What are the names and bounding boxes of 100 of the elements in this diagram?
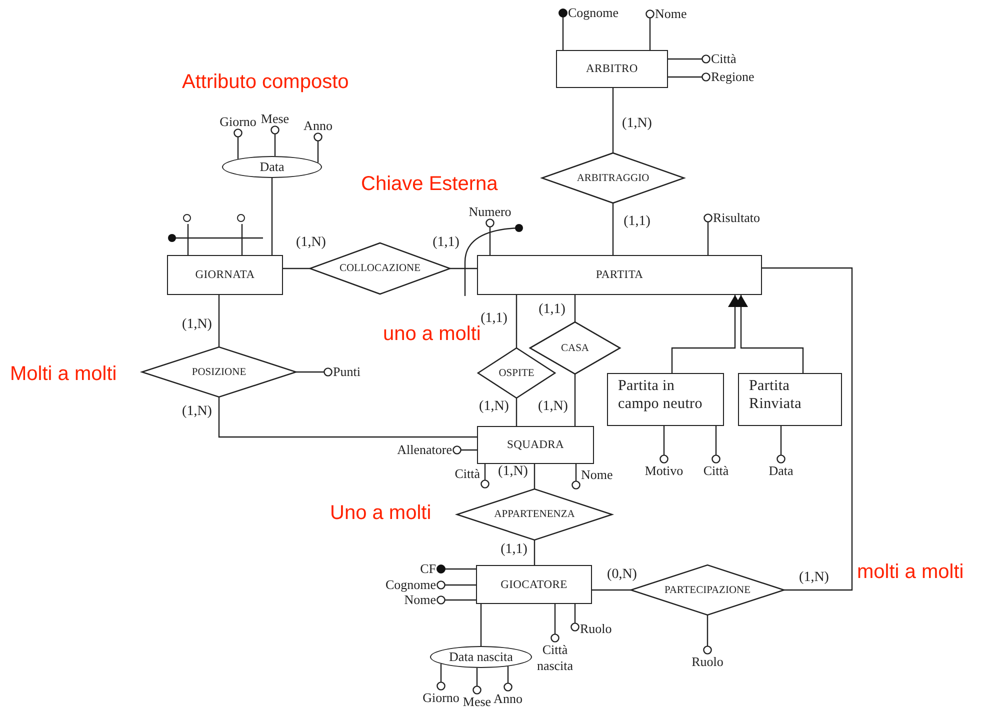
cardinality-label: (1,N) [537, 399, 569, 415]
relationship-line [516, 295, 518, 348]
entity-box: GIORNATA [167, 255, 283, 295]
entity-box: Partita Rinviata [738, 373, 842, 426]
attribute-label: Città [703, 455, 729, 479]
attribute-label: Città nascita [529, 634, 581, 674]
attribute-line [558, 8, 568, 50]
relationship-line [187, 224, 189, 255]
relationship-diamond: ARBITRAGGIO [542, 153, 684, 203]
entity-box: ARBITRO [556, 50, 668, 88]
cardinality-label: (1,1) [538, 302, 566, 318]
cardinality-label: (1,N) [295, 235, 327, 251]
relationship-diamond: OSPITE [478, 348, 555, 398]
attribute-label: Cognome [559, 5, 619, 21]
attribute-line [712, 426, 720, 464]
annotation-label: molti a molti [857, 561, 964, 584]
attribute-line [314, 132, 322, 163]
attribute-label: Anno [494, 683, 522, 707]
relationship-line [283, 268, 310, 270]
relationship-line [271, 178, 273, 255]
relationship-line [218, 397, 477, 438]
cardinality-label: (1,N) [497, 464, 529, 480]
cardinality-label: (1,N) [621, 116, 653, 132]
entity-box: Partita in campo neutro [607, 373, 724, 426]
relationship-diamond: APPARTENENZA [457, 489, 612, 540]
relationship-line [574, 374, 576, 426]
attribute-line [668, 54, 710, 64]
relationship-diamond: POSIZIONE [142, 347, 296, 397]
relationship-line [480, 604, 482, 646]
attribute-label: Giorno [422, 682, 460, 706]
relationship-line [762, 267, 853, 591]
attribute-label: Allenatore [397, 442, 461, 458]
relationship-line [218, 295, 220, 347]
attribute-label: Città [454, 466, 489, 492]
attribute-circle [237, 214, 245, 222]
attribute-circle [183, 214, 191, 222]
attribute-line [452, 446, 477, 454]
attribute-label: CF [420, 561, 445, 577]
annotation-label: Uno a molti [330, 502, 432, 525]
entity-box: GIOCATORE [476, 565, 592, 604]
relationship-line [534, 540, 536, 565]
cardinality-label: (1,N) [181, 317, 213, 333]
attribute-line [504, 666, 512, 692]
attribute-label: Città [702, 51, 736, 67]
attribute-label: Regione [702, 69, 754, 85]
composite-attribute-ellipse: Data nascita [430, 646, 532, 668]
relationship-line [612, 203, 614, 255]
attribute-label: Nome [404, 592, 445, 608]
attribute-line [270, 126, 280, 156]
composite-attribute-ellipse: Data [222, 156, 322, 178]
annotation-label: Molti a molti [10, 363, 117, 386]
attribute-label: Motivo [644, 455, 684, 479]
attribute-label: Numero [468, 204, 512, 227]
attribute-label: Mese [260, 111, 290, 134]
cardinality-label: (1,1) [500, 542, 528, 558]
relationship-line [574, 295, 576, 322]
relationship-line [612, 88, 614, 153]
annotation-label: uno a molti [383, 323, 481, 346]
attribute-line [436, 580, 476, 590]
cardinality-label: (1,N) [478, 399, 510, 415]
attribute-line [436, 596, 476, 604]
attribute-label: Ruolo [692, 646, 724, 670]
attribute-line [472, 668, 482, 694]
entity-box: PARTITA [477, 255, 762, 295]
relationship-line [450, 268, 477, 270]
attribute-line [572, 464, 580, 490]
attribute-line [296, 368, 332, 376]
attribute-line [550, 604, 560, 642]
relationship-line [516, 398, 518, 426]
attribute-line [660, 426, 668, 464]
attribute-label: Ruolo [571, 619, 612, 637]
attribute-label: Giorno [220, 114, 256, 137]
relationship-line [534, 464, 536, 489]
attribute-label: Nome [646, 6, 687, 22]
entity-box: SQUADRA [477, 426, 594, 464]
attribute-label: Risultato [704, 210, 760, 226]
cardinality-label: (0,N) [606, 567, 638, 583]
annotation-label: Chiave Esterna [361, 173, 498, 196]
attribute-line [234, 128, 242, 159]
cardinality-label: (1,1) [622, 214, 652, 230]
attribute-line [486, 218, 494, 255]
attribute-line [570, 604, 580, 632]
attribute-line [668, 72, 710, 82]
attribute-line [703, 615, 712, 654]
annotation-label: Attributo composto [182, 71, 349, 94]
cardinality-label: (1,1) [432, 235, 460, 251]
attribute-label: Punti [324, 364, 360, 380]
attribute-label: Anno [304, 118, 332, 141]
cardinality-label: (1,N) [798, 570, 830, 586]
attribute-line [480, 464, 490, 488]
attribute-label: Mese [462, 686, 492, 710]
attribute-label: Data [768, 455, 794, 479]
cardinality-label: (1,N) [181, 404, 213, 420]
attribute-line [646, 10, 654, 50]
attribute-line [704, 214, 712, 255]
attribute-label: Cognome [385, 577, 445, 593]
relationship-line [241, 224, 243, 255]
cardinality-label: (1,1) [480, 311, 508, 327]
relationship-line [592, 589, 631, 591]
attribute-line [776, 426, 786, 464]
